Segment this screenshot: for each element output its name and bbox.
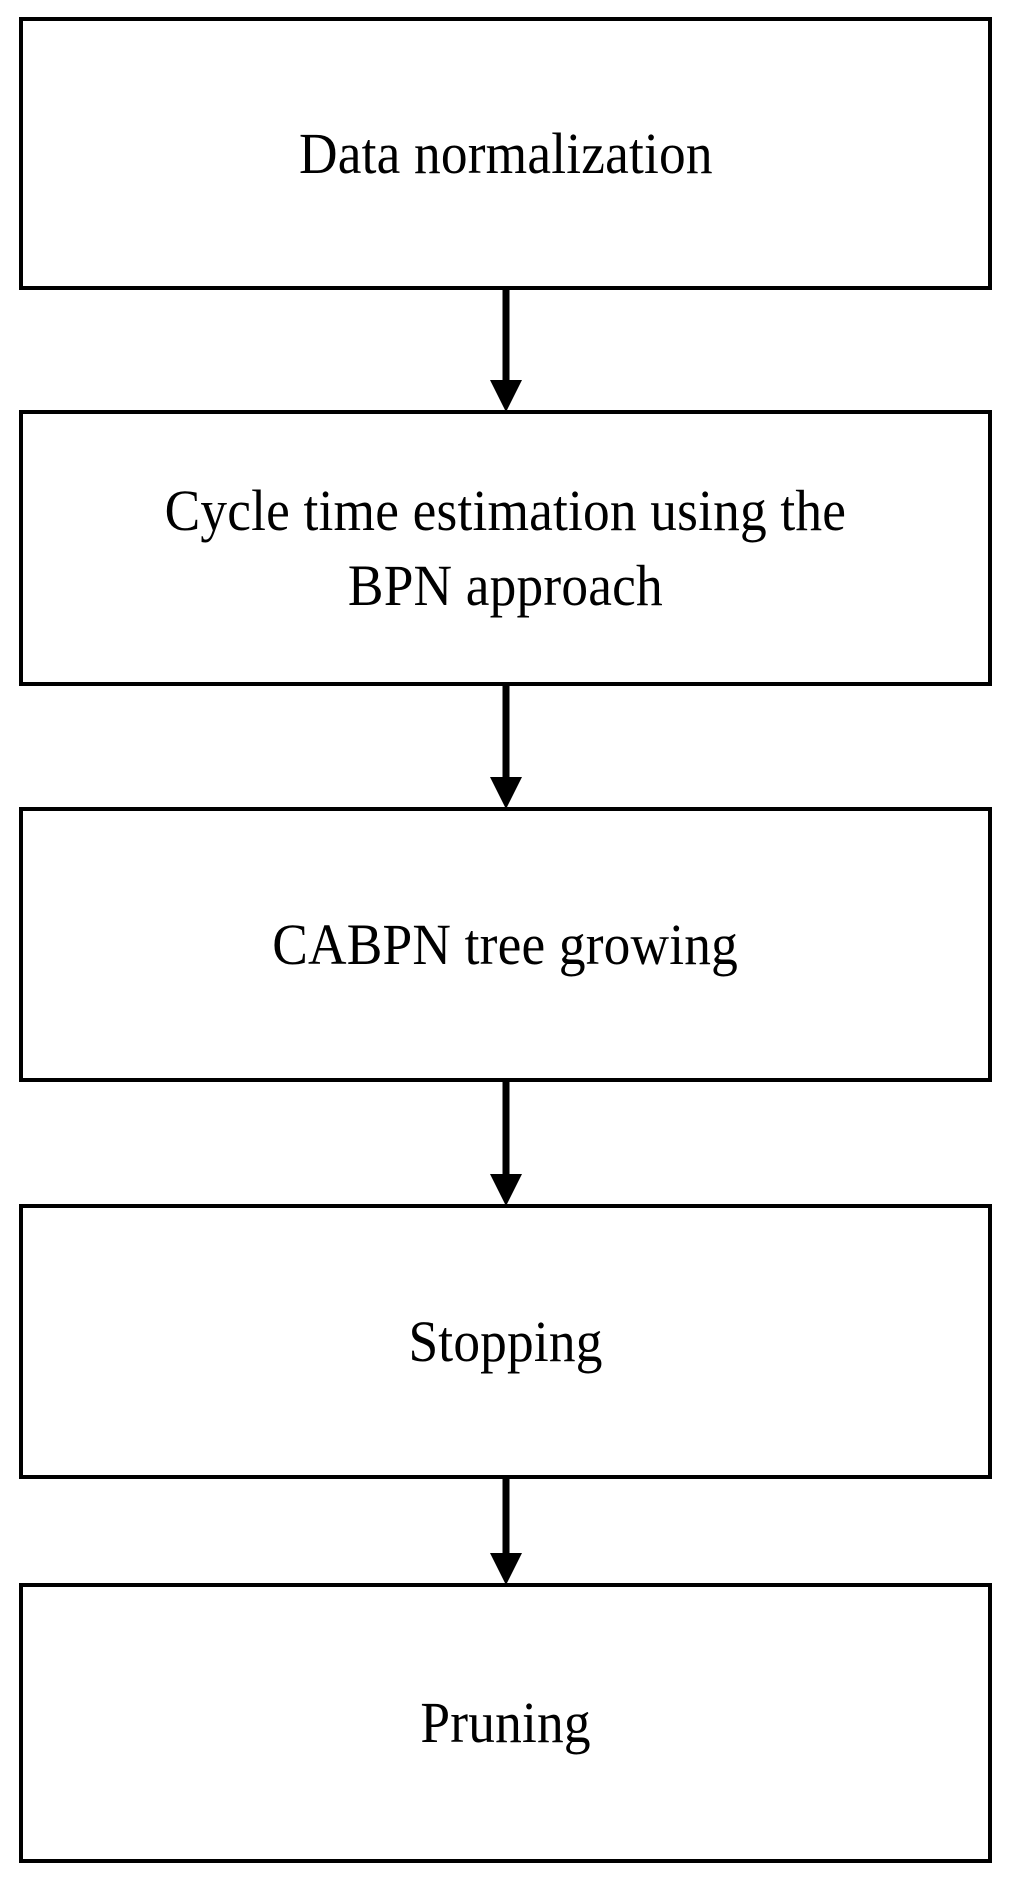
flowchart-arrow-3 [470,1080,542,1206]
flowchart-arrow-4 [470,1477,542,1585]
flowchart-arrow-1 [470,288,542,412]
flowchart-node-pruning: Pruning [19,1583,992,1863]
flowchart-node-cabpn-tree-growing: CABPN tree growing [19,807,992,1082]
flowchart-node-label: Pruning [420,1690,591,1756]
flowchart-node-stopping: Stopping [19,1204,992,1479]
flowchart-node-label: CABPN tree growing [272,911,739,977]
flowchart-arrow-2 [470,684,542,809]
flowchart-node-label: Data normalization [298,120,713,186]
arrow-down-icon [490,1477,522,1585]
flowchart-node-label: Stopping [408,1308,603,1374]
arrow-down-icon [490,684,522,809]
arrow-down-icon [490,288,522,412]
flowchart-node-data-normalization: Data normalization [19,17,992,290]
flowchart-node-cycle-time-estimation: Cycle time estimation using the BPN appr… [19,410,992,686]
arrow-down-icon [490,1080,522,1206]
flowchart-node-label: Cycle time estimation using the BPN appr… [164,477,847,618]
